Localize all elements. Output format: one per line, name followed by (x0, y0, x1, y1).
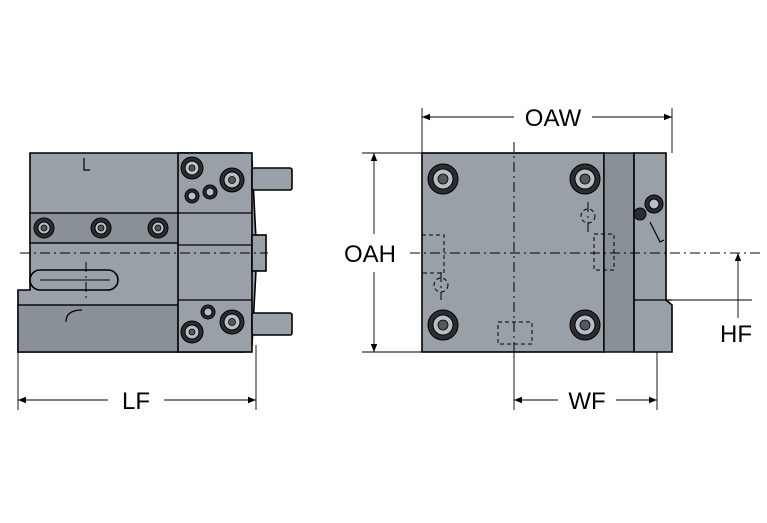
side-view-lower-pin (251, 312, 293, 336)
side-view (17, 152, 293, 353)
side-view-rail-screws (33, 217, 169, 239)
front-view (410, 142, 760, 362)
oah-label: OAH (344, 241, 396, 268)
wf-dimension: WF (513, 352, 658, 415)
side-view-arrow-mark-bottom (65, 309, 83, 323)
lf-label: LF (122, 388, 150, 415)
oaw-label: OAW (525, 105, 582, 132)
front-view-hidden-pocket-left (421, 234, 445, 274)
lf-dimension: LF (17, 345, 257, 415)
front-view-hidden-pocket-bottom (497, 321, 533, 345)
front-view-side-screw (633, 194, 665, 243)
hf-label: HF (720, 321, 752, 348)
oaw-dimension: OAW (421, 105, 673, 153)
side-view-lower-plate (17, 304, 179, 353)
side-view-end-screws (180, 156, 245, 344)
oah-dimension: OAH (344, 152, 422, 353)
wf-label: WF (568, 388, 605, 415)
side-view-upper-pin (251, 167, 293, 191)
side-view-arrow-mark-top (83, 158, 90, 171)
front-view-hidden-pocket-right (593, 233, 615, 271)
front-view-corner-screws (427, 163, 601, 341)
hf-dimension: HF (672, 253, 752, 348)
